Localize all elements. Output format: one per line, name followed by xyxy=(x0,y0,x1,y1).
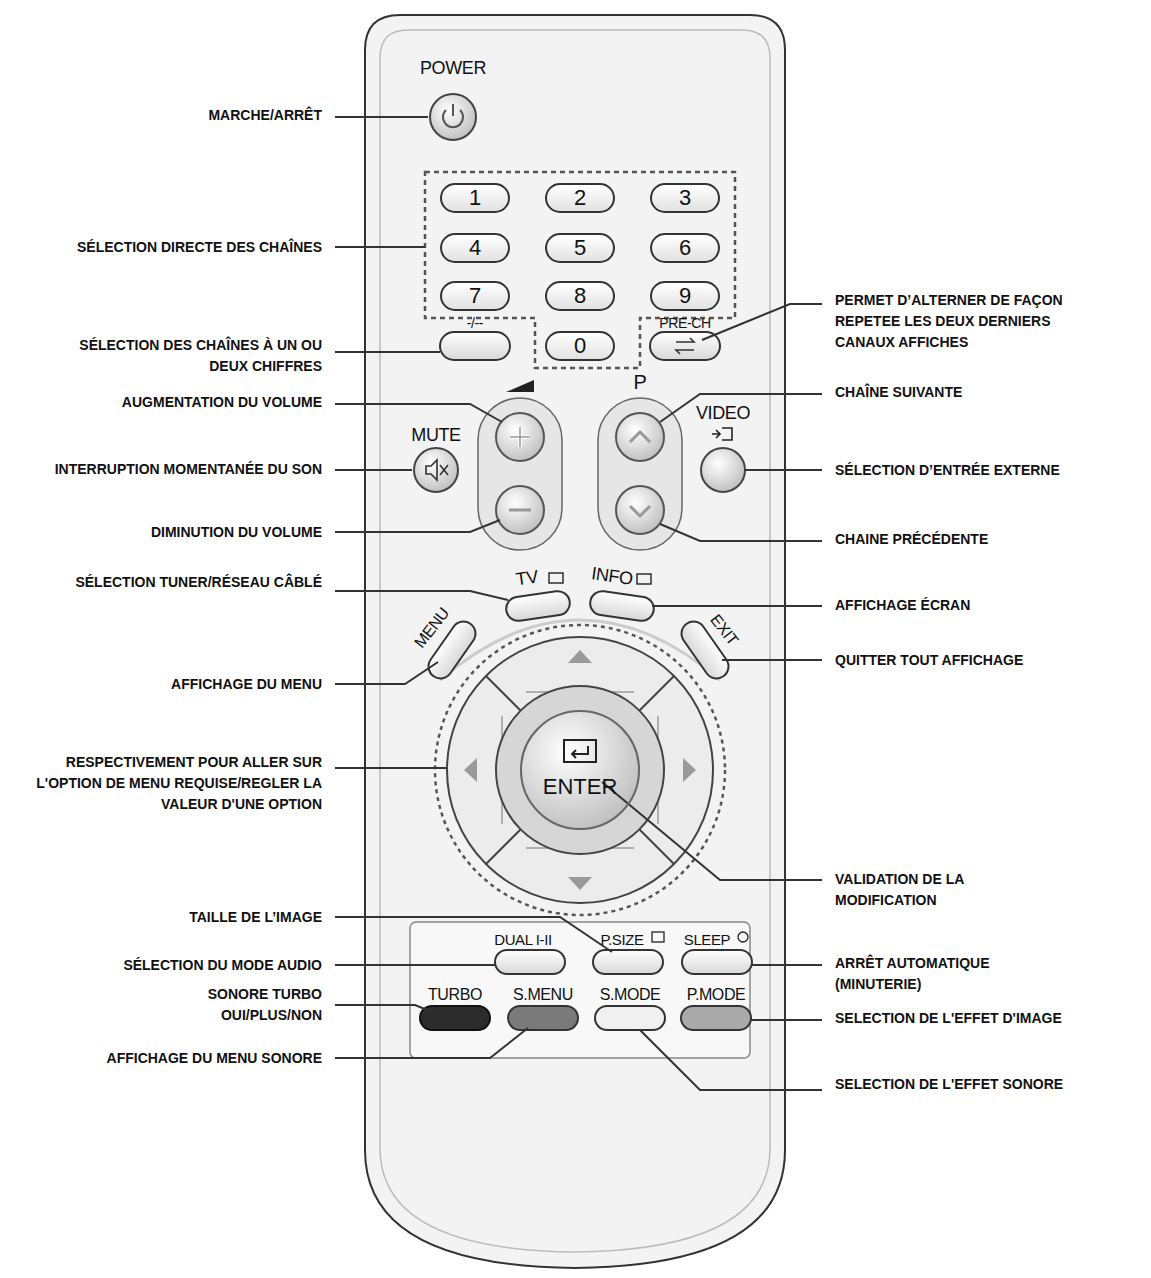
button-text: 3 xyxy=(679,185,691,211)
callout-label: AFFICHAGE DU MENU xyxy=(22,674,322,695)
callout-label: SÉLECTION DES CHAÎNES À UN OU DEUX CHIFF… xyxy=(42,335,322,377)
callout-label: SÉLECTION DIRECTE DES CHAÎNES xyxy=(22,237,322,258)
button-text: 1 xyxy=(469,185,481,211)
callout-label: RESPECTIVEMENT POUR ALLER SUR L'OPTION D… xyxy=(7,752,322,815)
button-text: ENTER xyxy=(543,774,618,800)
button-caption: MUTE xyxy=(401,425,471,445)
button-caption: PRE-CH xyxy=(650,313,720,333)
button-caption: DUAL I-II xyxy=(478,930,568,950)
callout-label: CHAÎNE SUIVANTE xyxy=(835,382,1135,403)
callout-label: AFFICHAGE ÉCRAN xyxy=(835,595,1135,616)
number-button: 3 xyxy=(650,183,720,213)
callout-label: SÉLECTION TUNER/RÉSEAU CÂBLÉ xyxy=(42,572,322,593)
button-caption: P.MODE xyxy=(681,985,751,1005)
button-caption: P.SIZE xyxy=(592,930,652,950)
callout-label: QUITTER TOUT AFFICHAGE xyxy=(835,650,1135,671)
callout-label: AUGMENTATION DU VOLUME xyxy=(22,392,322,413)
button-caption: TURBO xyxy=(420,985,490,1005)
button-caption: POWER xyxy=(408,58,498,78)
number-button: 8 xyxy=(545,281,615,311)
callout-label: TAILLE DE L’IMAGE xyxy=(22,907,322,928)
number-button: 7 xyxy=(440,281,510,311)
callout-label: SÉLECTION DU MODE AUDIO xyxy=(22,955,322,976)
callout-label: SÉLECTION D’ENTRÉE EXTERNE xyxy=(835,460,1135,481)
callout-label: DIMINUTION DU VOLUME xyxy=(22,522,322,543)
callout-label: AFFICHAGE DU MENU SONORE xyxy=(22,1048,322,1069)
button-caption: S.MODE xyxy=(595,985,665,1005)
number-button: 5 xyxy=(545,233,615,263)
number-button: 9 xyxy=(650,281,720,311)
enter-button: ENTER xyxy=(520,710,640,830)
button-text: 6 xyxy=(679,235,691,261)
button-text: 2 xyxy=(574,185,586,211)
button-caption: -/-- xyxy=(445,313,505,333)
number-button: 6 xyxy=(650,233,720,263)
button-text: 4 xyxy=(469,235,481,261)
callout-label: SELECTION DE L'EFFET D'IMAGE xyxy=(835,1008,1080,1029)
callout-label: CHAINE PRÉCÉDENTE xyxy=(835,529,1135,550)
callout-label: VALIDATION DE LA MODIFICATION xyxy=(835,869,1040,911)
button-caption: P xyxy=(625,372,655,392)
callout-label: MARCHE/ARRÊT xyxy=(22,105,322,126)
button-text: 8 xyxy=(574,283,586,309)
callout-label: INTERRUPTION MOMENTANÉE DU SON xyxy=(42,459,322,480)
button-caption: SLEEP xyxy=(677,930,737,950)
number-button: 2 xyxy=(545,183,615,213)
number-button: 4 xyxy=(440,233,510,263)
button-text: 9 xyxy=(679,283,691,309)
callout-label: PERMET D’ALTERNER DE FAÇON REPETEE LES D… xyxy=(835,290,1097,353)
button-caption: S.MENU xyxy=(508,985,578,1005)
button-text: 0 xyxy=(574,333,586,359)
number-button: 1 xyxy=(440,183,510,213)
number-button: 0 xyxy=(545,331,615,361)
callout-label: SONORE TURBO OUI/PLUS/NON xyxy=(142,984,322,1026)
button-text: 5 xyxy=(574,235,586,261)
button-caption: VIDEO xyxy=(688,403,758,423)
callout-label: SELECTION DE L'EFFET SONORE xyxy=(835,1074,1080,1095)
button-text: 7 xyxy=(469,283,481,309)
callout-label: ARRÊT AUTOMATIQUE (MINUTERIE) xyxy=(835,953,1065,995)
